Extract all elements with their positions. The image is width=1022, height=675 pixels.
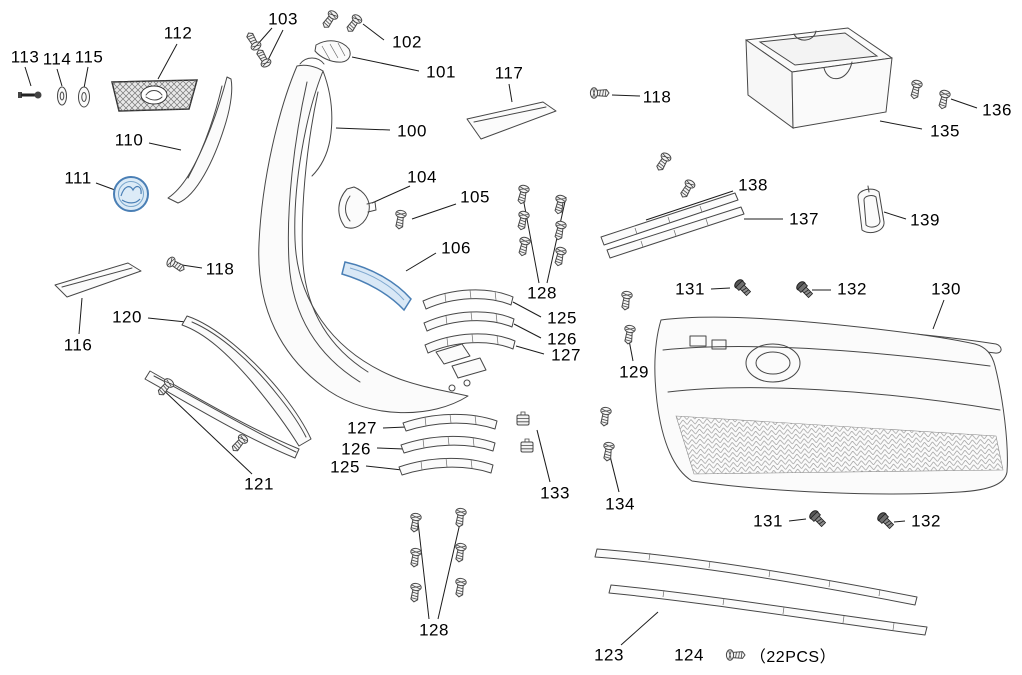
part-label-134: 134 — [605, 494, 635, 514]
screws-136 — [908, 78, 952, 111]
screw-105 — [393, 209, 408, 231]
part-label-136: 136 — [982, 100, 1012, 120]
part-label-110: 110 — [114, 130, 144, 150]
part-label-131-top: 131 — [675, 279, 705, 299]
drawing-washer-114 — [57, 86, 67, 106]
part-label-100: 100 — [397, 121, 427, 141]
part-label-126-left: 126 — [341, 439, 371, 459]
drawing-tray-135 — [745, 27, 893, 129]
part-label-105: 105 — [460, 187, 490, 207]
part-label-112: 112 — [163, 23, 193, 43]
drawing-front-bumper-100 — [258, 57, 487, 414]
part-label-115: 115 — [74, 47, 104, 67]
part-label-121: 121 — [244, 474, 274, 494]
drawing-pillar-trim-110 — [167, 76, 233, 204]
part-label-102: 102 — [392, 32, 422, 52]
part-label-127-right: 127 — [551, 345, 581, 365]
drawing-pin-113 — [18, 91, 42, 99]
drawing-slats-right — [422, 289, 516, 354]
part-label-103: 103 — [268, 9, 298, 29]
part-label-132-bottom: 132 — [911, 511, 941, 531]
part-label-130: 130 — [931, 279, 961, 299]
screw-124 — [725, 649, 746, 661]
drawing-strip-116 — [54, 262, 142, 298]
drawing-slats-left — [398, 413, 498, 476]
screws-102 — [319, 8, 364, 35]
screws-near-strips-137-138 — [653, 150, 697, 201]
part-label-120: 120 — [112, 307, 142, 327]
part-label-125-left: 125 — [330, 457, 360, 477]
drawing-emblem-111 — [113, 176, 149, 212]
drawing-bracket-104 — [338, 186, 377, 229]
drawing-badge-112 — [111, 79, 198, 112]
part-label-111: 111 — [64, 168, 92, 188]
drawing-washer-115 — [78, 86, 90, 108]
bolt-131-bottom — [807, 508, 828, 529]
drawing-strip-117 — [466, 101, 557, 140]
drawing-lower-grille-130 — [654, 316, 1008, 495]
part-label-123: 123 — [594, 645, 624, 665]
part-label-139: 139 — [910, 210, 940, 230]
part-label-128-bottom: 128 — [419, 620, 449, 640]
screw-118-right — [589, 87, 610, 99]
part-label-126-right: 126 — [547, 329, 577, 349]
part-label-135: 135 — [930, 121, 960, 141]
part-label-138: 138 — [738, 175, 768, 195]
drawing-strips-123 — [594, 548, 928, 636]
drawing-clips-133 — [516, 411, 534, 453]
drawing-strip-106-highlight — [341, 261, 412, 312]
part-label-101: 101 — [426, 62, 456, 82]
part-label-127-left: 127 — [347, 418, 377, 438]
quantity-note-22pcs: （22PCS） — [749, 649, 837, 666]
part-label-131-bottom: 131 — [753, 511, 783, 531]
part-label-106: 106 — [441, 238, 471, 258]
screws-134 — [598, 406, 616, 463]
part-label-133: 133 — [540, 483, 570, 503]
part-label-114: 114 — [42, 49, 72, 69]
screws-103 — [243, 29, 273, 70]
part-label-128-top: 128 — [527, 283, 557, 303]
screw-group-128-top — [515, 183, 568, 268]
screws-129 — [619, 290, 637, 346]
screw-118-left — [164, 255, 188, 275]
part-label-118-right: 118 — [642, 87, 672, 107]
part-label-132-top: 132 — [837, 279, 867, 299]
drawing-trim-120 — [181, 315, 312, 447]
part-label-113: 113 — [10, 47, 40, 67]
drawing-bracket-101 — [314, 40, 351, 63]
leader-lines — [24, 23, 978, 646]
part-label-125-right: 125 — [547, 308, 577, 328]
screw-group-128-bottom — [408, 507, 468, 604]
bolt-132-top — [794, 279, 815, 300]
drawing-strip-138 — [600, 192, 739, 246]
part-label-129: 129 — [619, 362, 649, 382]
drawing-strip-137 — [606, 206, 745, 259]
part-label-116: 116 — [63, 335, 93, 355]
bolt-131-top — [732, 277, 753, 298]
part-label-124: 124 — [674, 645, 704, 665]
drawing-bracket-139 — [857, 185, 885, 234]
part-label-104: 104 — [407, 167, 437, 187]
part-label-118-left: 118 — [205, 259, 235, 279]
part-label-117: 117 — [494, 63, 524, 83]
bolt-132-bottom — [875, 510, 896, 531]
part-label-137: 137 — [789, 209, 819, 229]
